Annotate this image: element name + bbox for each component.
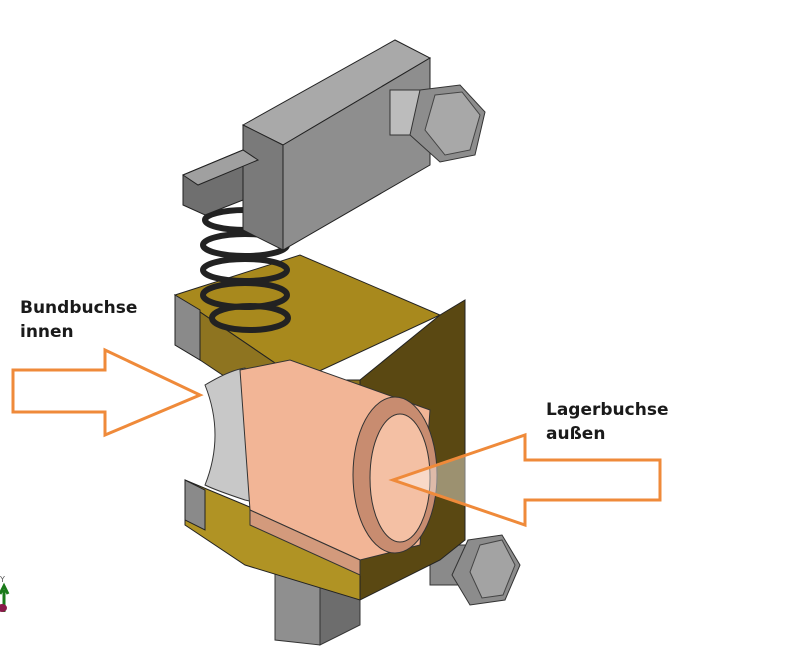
spring — [200, 207, 291, 333]
label-lagerbuchse-aussen: Lagerbuchse außen — [546, 398, 669, 446]
axis-triad-icon — [0, 582, 10, 612]
arrow-outer — [388, 432, 662, 528]
label-line: Lagerbuchse — [546, 400, 669, 420]
label-line: innen — [20, 322, 74, 342]
housing-section-lower — [184, 479, 361, 601]
label-line: außen — [546, 424, 606, 444]
arrow-inner — [11, 347, 204, 438]
top-bolt — [389, 84, 486, 163]
label-bundbuchse-innen: Bundbuchse innen — [20, 296, 137, 344]
top-bracket — [181, 39, 432, 251]
triad-y-label: Y — [0, 575, 5, 584]
label-line: Bundbuchse — [20, 298, 138, 318]
